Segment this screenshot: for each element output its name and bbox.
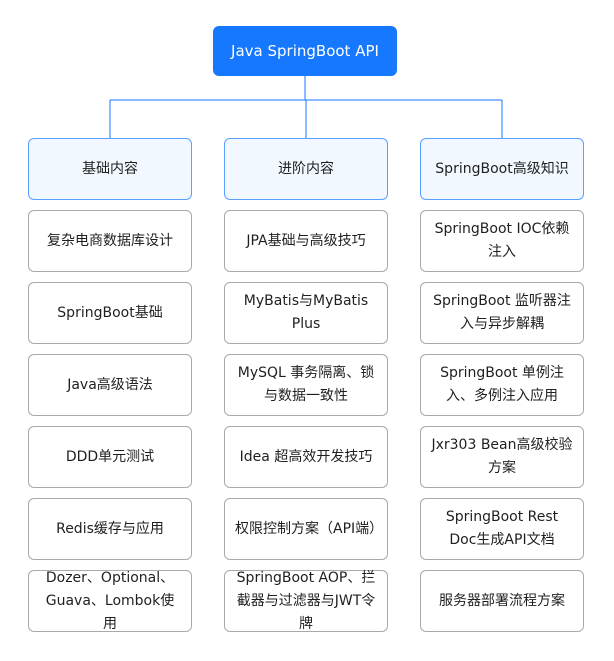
topic-ecommerce-database-design: 复杂电商数据库设计: [28, 210, 192, 272]
topic-springboot-listeners-async: SpringBoot 监听器注入与异步解耦: [420, 282, 584, 344]
topic-aop-interceptor-filter-jwt: SpringBoot AOP、拦截器与过滤器与JWT令牌: [224, 570, 388, 632]
topic-idea-efficiency: Idea 超高效开发技巧: [224, 426, 388, 488]
topic-permission-control-api: 权限控制方案（API端）: [224, 498, 388, 560]
topic-springboot-ioc: SpringBoot IOC依赖注入: [420, 210, 584, 272]
topic-ddd-unit-testing: DDD单元测试: [28, 426, 192, 488]
topic-mysql-transactions-locks: MySQL 事务隔离、锁与数据一致性: [224, 354, 388, 416]
topic-mybatis-plus: MyBatis与MyBatis Plus: [224, 282, 388, 344]
category-springboot-advanced: SpringBoot高级知识: [420, 138, 584, 200]
category-basic-content: 基础内容: [28, 138, 192, 200]
category-advanced-content: 进阶内容: [224, 138, 388, 200]
topic-springboot-basics: SpringBoot基础: [28, 282, 192, 344]
topic-server-deployment: 服务器部署流程方案: [420, 570, 584, 632]
topic-springboot-singleton-prototype: SpringBoot 单例注入、多例注入应用: [420, 354, 584, 416]
topic-java-advanced-syntax: Java高级语法: [28, 354, 192, 416]
topic-springboot-rest-doc: SpringBoot Rest Doc生成API文档: [420, 498, 584, 560]
topic-jpa-techniques: JPA基础与高级技巧: [224, 210, 388, 272]
topic-jsr303-bean-validation: Jxr303 Bean高级校验方案: [420, 426, 584, 488]
root-node: Java SpringBoot API: [213, 26, 397, 76]
topic-dozer-optional-guava-lombok: Dozer、Optional、Guava、Lombok使用: [28, 570, 192, 632]
topic-redis-cache: Redis缓存与应用: [28, 498, 192, 560]
